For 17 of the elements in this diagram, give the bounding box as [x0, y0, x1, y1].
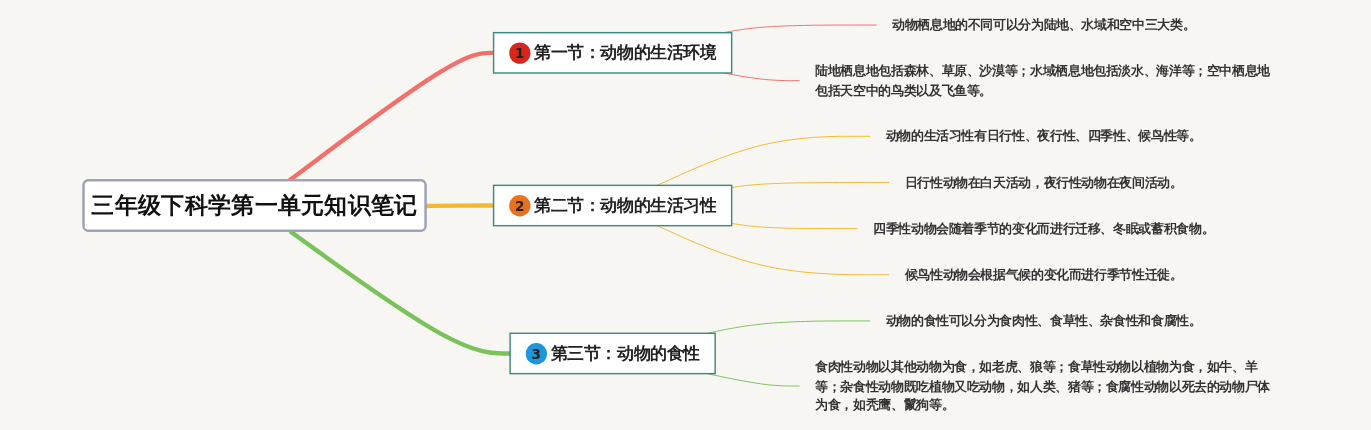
node-text: 日行性动物在白天活动，夜行性动物在夜间活动。 — [904, 174, 1183, 190]
node-text: 动物的食性可以分为食肉性、食草性、杂食性和食腐性。 — [885, 313, 1202, 328]
node-text: 候鸟性动物会根据气候的变化而进行季节性迁徙。 — [904, 267, 1183, 282]
node-box: 2 第二节：动物的生活习性 — [492, 184, 733, 227]
connector — [288, 229, 511, 356]
connector — [426, 203, 494, 209]
connector — [731, 181, 890, 189]
node-text: 食肉性动物以其他动物为食，如老虎、狼等；食草性动物以植物为食，如牛、羊等；杂食性动物既吃植物又吃动物，如人类、猪等；食腐性动物以死去的动物尸体为食，如秃鹰、鬣狗等。 — [815, 359, 1271, 413]
node-text: 动物的生活习性有日行性、夜行性、四季性、候鸟性等。 — [885, 128, 1202, 144]
node-box: 1 第一节：动物的生活环境 — [492, 31, 733, 74]
node-text: 四季性动物会随着季节的变化而进行迁移、冬眠或蓄积食物。 — [873, 221, 1215, 236]
connector — [656, 225, 890, 276]
node-text: 动物栖息地的不同可以分为陆地、水域和空中三大类。 — [892, 17, 1196, 33]
connector — [731, 223, 858, 230]
connector — [656, 135, 871, 186]
node-box: 3 第三节：动物的食性 — [509, 332, 716, 375]
node-text: 陆地栖息地包括森林、草原、沙漠等；水域栖息地包括淡水、海洋等；空中栖息地包括天空中的鸟类以及飞鱼等。 — [815, 63, 1271, 98]
